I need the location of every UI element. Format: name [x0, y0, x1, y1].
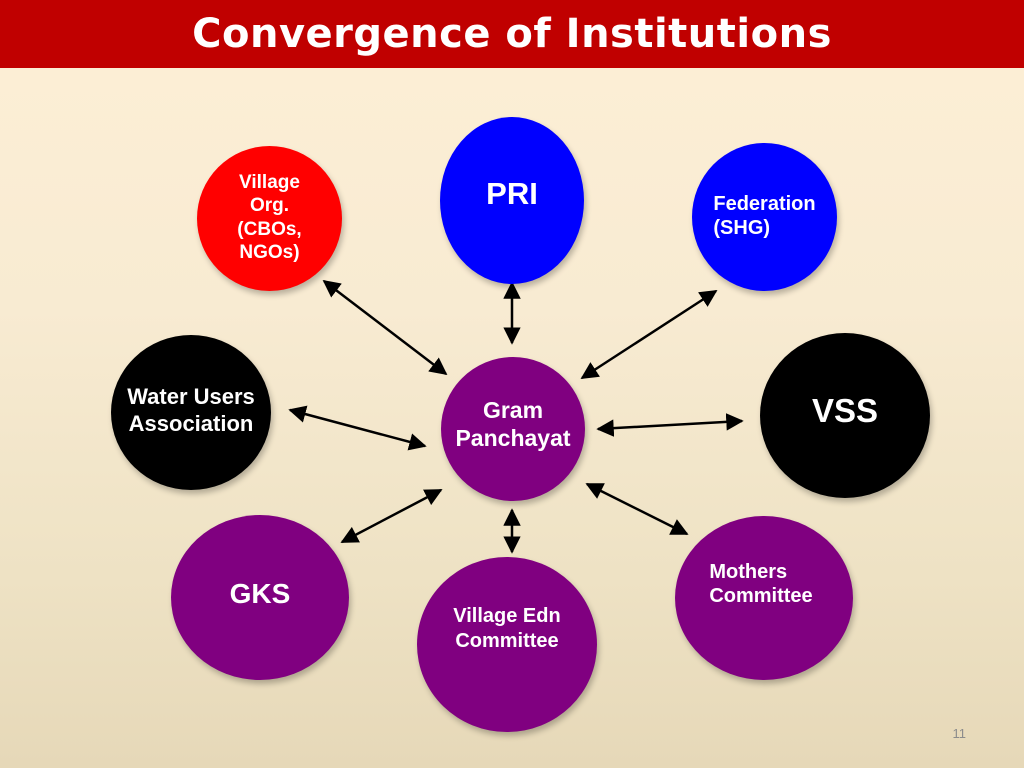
node-water-users: Water Users Association [111, 335, 271, 490]
node-pri: PRI [440, 117, 584, 284]
arrow-water-users [288, 405, 427, 451]
node-pri-label: PRI [486, 175, 538, 211]
arrow-village-org [322, 279, 448, 376]
node-mothers-label: Mothers Committee [709, 560, 813, 607]
node-mothers: Mothers Committee [675, 516, 853, 680]
center-node-label: Gram Panchayat [455, 396, 571, 451]
arrow-vss [596, 413, 744, 437]
node-village-org: Village Org. (CBOs, NGOs) [197, 146, 342, 291]
node-village-edn-label: Village Edn Committee [453, 605, 561, 652]
center-node-gram-panchayat: Gram Panchayat [441, 357, 585, 501]
node-vss-label: VSS [811, 392, 879, 430]
node-gks: GKS [171, 515, 349, 680]
arrow-mothers [585, 482, 689, 536]
node-gks-label: GKS [229, 577, 291, 609]
node-vss: VSS [760, 333, 930, 498]
node-federation-label: Federation (SHG) [713, 192, 816, 239]
node-village-edn: Village Edn Committee [417, 557, 597, 732]
node-village-org-label: Village Org. (CBOs, NGOs) [237, 172, 302, 263]
title-bar: Convergence of Institutions [0, 0, 1024, 68]
node-federation: Federation (SHG) [692, 143, 837, 291]
node-water-users-label: Water Users Association [127, 383, 255, 436]
slide-title: Convergence of Institutions [192, 11, 832, 57]
arrow-federation [580, 289, 718, 380]
page-number: 11 [952, 726, 967, 741]
arrow-gks [340, 488, 443, 544]
